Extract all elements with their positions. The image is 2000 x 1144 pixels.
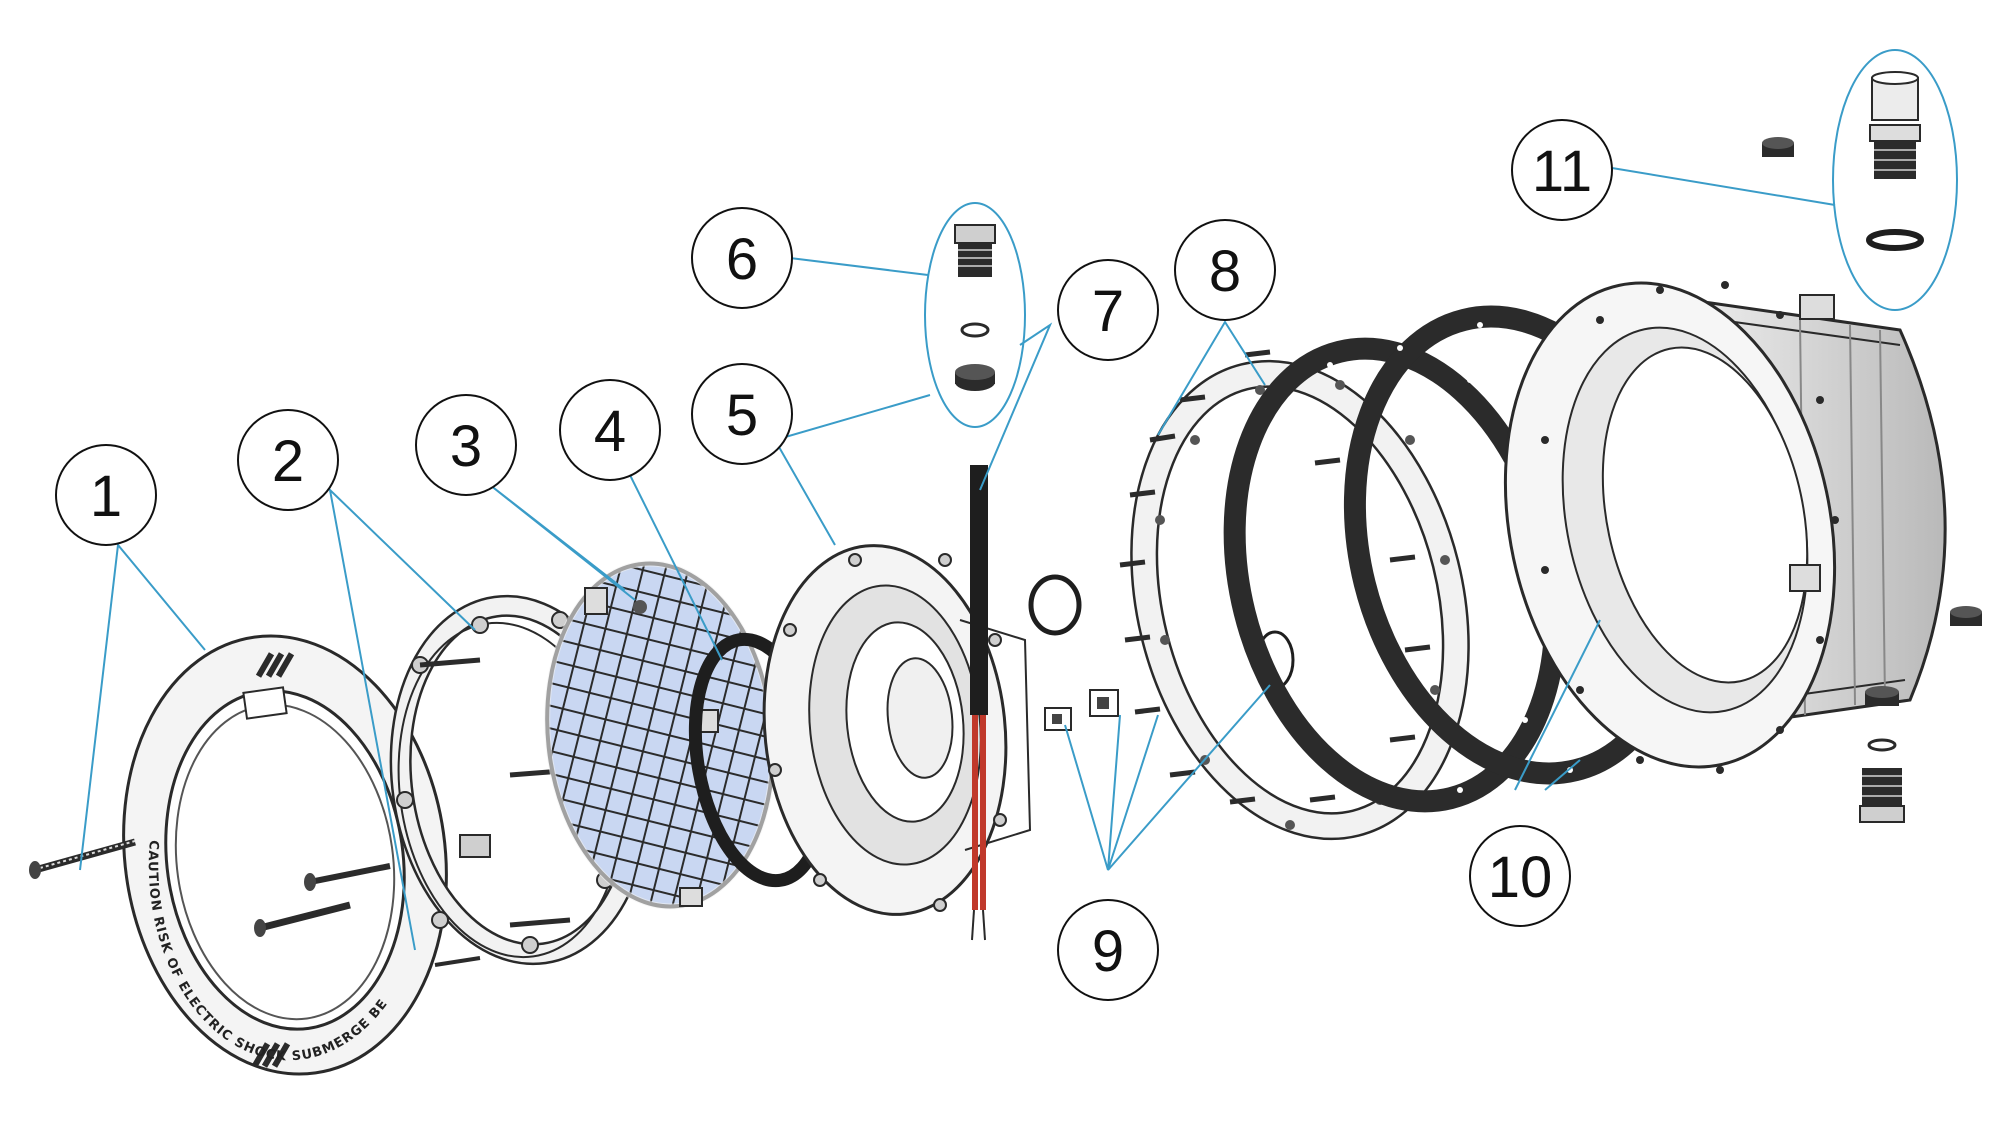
part-5-reflector xyxy=(762,544,1032,916)
callout-5: 5 xyxy=(691,363,793,465)
part-7-cable xyxy=(970,465,988,941)
part-6-gland-set xyxy=(924,202,1026,428)
callout-10-label: 10 xyxy=(1488,845,1553,910)
callout-1: 1 xyxy=(55,444,157,546)
part-1-trim-ring: CAUTION RISK OF ELECTRIC SHOCK SUBMERGE … xyxy=(0,0,448,1076)
part-3-lens-grid xyxy=(544,560,776,910)
callout-1-label: 1 xyxy=(90,464,122,529)
part-1-screws xyxy=(29,838,391,937)
callout-11: 11 xyxy=(1511,119,1613,221)
callout-3: 3 xyxy=(415,394,517,496)
part-9-terminal-blocks xyxy=(1044,689,1119,731)
part-8-clamp-ring xyxy=(1119,349,1470,841)
callout-3-label: 3 xyxy=(450,414,482,479)
callout-4-label: 4 xyxy=(594,399,626,464)
part-9-small-o-ring xyxy=(1028,574,1082,636)
callout-9-label: 9 xyxy=(1092,919,1124,984)
callout-2: 2 xyxy=(237,409,339,511)
housing-side-fittings xyxy=(1859,606,1982,823)
part-11-gland-set xyxy=(1832,49,1958,311)
callout-2-label: 2 xyxy=(272,429,304,494)
callout-10: 10 xyxy=(1469,825,1571,927)
callout-8-label: 8 xyxy=(1209,239,1241,304)
callout-6-label: 6 xyxy=(726,227,758,292)
callout-5-label: 5 xyxy=(726,383,758,448)
loose-seal-top xyxy=(1762,137,1794,157)
leader-lines xyxy=(79,167,1836,951)
callout-7: 7 xyxy=(1057,259,1159,361)
callout-11-label: 11 xyxy=(1532,139,1592,204)
callout-9: 9 xyxy=(1057,899,1159,1001)
callout-4: 4 xyxy=(559,379,661,481)
callout-6: 6 xyxy=(691,207,793,309)
callout-8: 8 xyxy=(1174,219,1276,321)
callout-7-label: 7 xyxy=(1092,279,1124,344)
